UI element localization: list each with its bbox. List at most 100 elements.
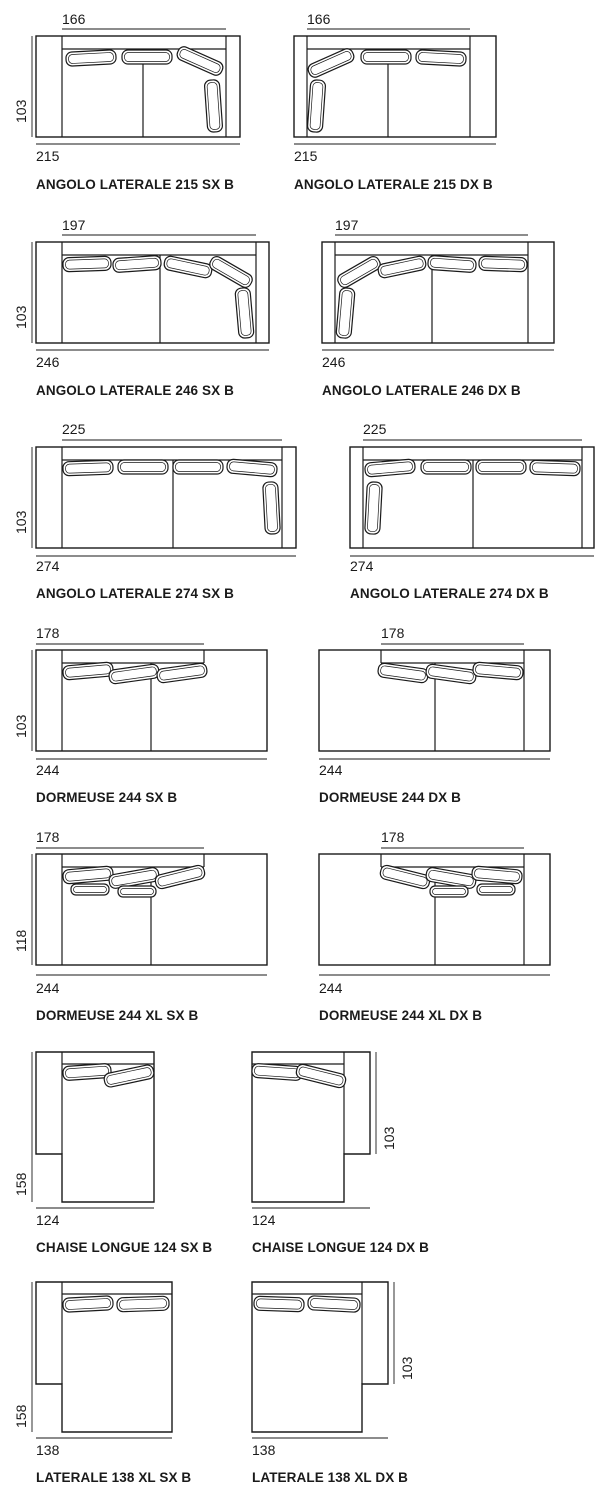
cushion [420,459,472,475]
inner-width-label: 178 [381,829,405,845]
cushion [471,865,523,885]
cushion [307,48,355,78]
cushion [116,1295,170,1313]
cushion-seam [212,258,250,286]
model-dormeuse-244-dx: 178 244 DORMEUSE 244 DX B [318,625,551,805]
inner-width-label: 178 [381,625,405,641]
model-angolo-274-sx: 225 103 274 ANGOLO LATERALE 274 SX B [13,421,297,601]
cushion-seam [367,461,413,475]
cushion [108,867,160,889]
cushion [478,255,528,273]
width-label: 215 [36,148,60,164]
inner-width-label: 225 [62,421,86,437]
cushion [209,256,253,288]
cushion-seam [380,665,426,681]
cushion-seam [532,462,578,474]
width-label: 215 [294,148,318,164]
cushion [62,865,114,885]
inner-width-label: 178 [36,625,60,641]
cushion [112,255,162,273]
model-dormeuse-244-sx: 178 103 244 DORMEUSE 244 SX B [13,625,268,805]
cushion-seam [124,52,170,62]
cushion-seam [120,888,154,895]
cushion [429,885,469,898]
cushion-seam [265,484,278,532]
model-angolo-215-sx: 166 103 215 ANGOLO LATERALE 215 SX B [13,11,241,192]
width-label: 138 [36,1442,60,1458]
model-angolo-274-dx: 225 274 ANGOLO LATERALE 274 DX B [349,421,595,601]
width-label: 244 [319,980,343,996]
model-dormeuse-244-xl-dx: 178 244 DORMEUSE 244 XL DX B [318,829,551,1023]
model-caption: ANGOLO LATERALE 246 SX B [36,383,234,398]
cushion [335,287,356,339]
inner-width-label: 166 [62,11,86,27]
model-caption: LATERALE 138 XL DX B [252,1470,408,1485]
model-caption: DORMEUSE 244 DX B [319,790,461,805]
sofa-outline [35,1281,173,1433]
cushion-seam [115,257,159,271]
cushion [415,49,467,67]
model-caption: ANGOLO LATERALE 215 SX B [36,177,234,192]
model-caption: ANGOLO LATERALE 274 DX B [350,586,549,601]
cushion [425,663,477,685]
cushion [425,867,477,889]
cushion-seam [298,1066,344,1086]
cushion-seam [430,257,474,271]
inner-width-label: 166 [307,11,331,27]
cushion [360,49,412,65]
cushion-seam [206,82,221,130]
cushion [475,459,527,475]
width-label: 244 [36,980,60,996]
cushion [295,1063,347,1089]
cushion [154,864,206,890]
cushion-seam [479,886,513,893]
cushion [156,662,208,684]
model-caption: ANGOLO LATERALE 274 SX B [36,586,234,601]
width-label: 244 [36,762,60,778]
cushion-seam [65,258,109,270]
cushion-seam [65,664,111,678]
model-angolo-246-dx: 197 246 ANGOLO LATERALE 246 DX B [321,217,555,398]
cushion [253,1295,305,1313]
cushion [62,661,114,681]
inner-width-label: 197 [62,217,86,233]
cushion-seam [310,1298,358,1310]
model-caption: CHAISE LONGUE 124 SX B [36,1240,212,1255]
cushion-seam [309,82,324,130]
depth-label: 103 [399,1356,415,1380]
model-chaise-longue-124-dx: 103 124 CHAISE LONGUE 124 DX B [251,1051,429,1255]
cushion [472,661,524,681]
depth-label: 118 [13,929,29,952]
cushion [65,49,117,67]
cushion [176,46,224,76]
cushion-seam [106,1067,152,1085]
cushion-seam [175,462,221,472]
model-caption: ANGOLO LATERALE 215 DX B [294,177,493,192]
sofa-outline [35,1051,155,1203]
cushion [337,256,381,288]
depth-label: 158 [13,1172,29,1196]
cushion [234,287,255,339]
model-caption: DORMEUSE 244 SX B [36,790,177,805]
cushion [307,1295,361,1313]
width-label: 244 [319,762,343,778]
depth-label: 103 [381,1126,397,1150]
cushion [251,1063,303,1081]
cushion-seam [179,49,221,73]
model-angolo-246-sx: 197 103 246 ANGOLO LATERALE 246 SX B [13,217,270,398]
inner-width-label: 178 [36,829,60,845]
cushion-seam [380,258,424,276]
cushion-seam [119,1298,167,1310]
inner-width-label: 197 [335,217,359,233]
width-label: 274 [36,558,60,574]
cushion-seam [73,886,107,893]
cushion [476,883,516,896]
model-dormeuse-244-xl-sx: 178 118 244 DORMEUSE 244 XL SX B [13,829,268,1023]
depth-label: 158 [13,1404,29,1428]
cushion [62,1063,112,1081]
cushion-seam [166,258,210,276]
cushion [121,49,173,65]
width-label: 246 [36,354,60,370]
width-label: 138 [252,1442,276,1458]
cushion [364,458,416,478]
